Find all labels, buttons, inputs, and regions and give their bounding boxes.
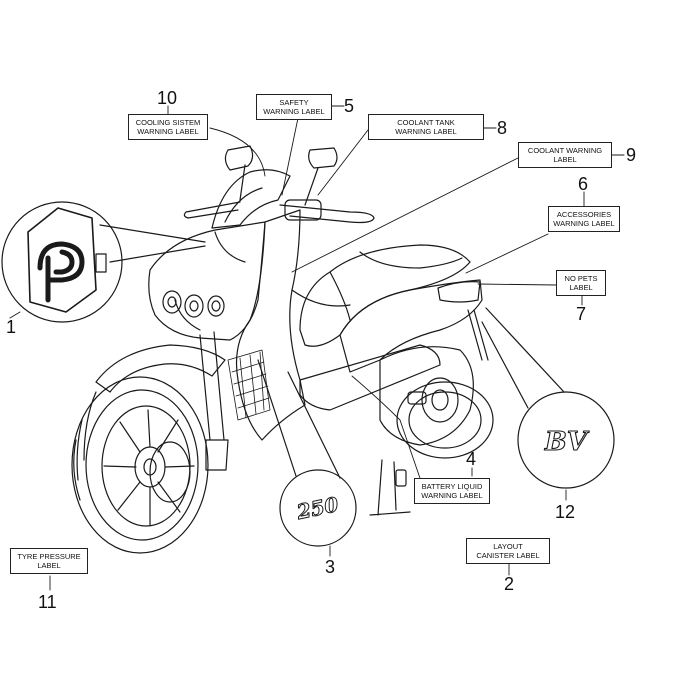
- callout-number-3: 3: [325, 557, 336, 577]
- scooter-illustration: [71, 145, 494, 554]
- label-line: LABEL: [553, 155, 577, 164]
- headlight-2: [184, 294, 204, 318]
- brand-logo-decal: [1, 201, 123, 323]
- label-line: BATTERY LIQUID: [421, 482, 483, 491]
- leader-lines: [209, 117, 557, 485]
- label-line: NO PETS: [564, 274, 598, 283]
- label-tyre-pressure: TYRE PRESSURE LABEL: [10, 548, 88, 574]
- callout-number-4: 4: [466, 449, 477, 469]
- label-line: COOLANT TANK: [397, 118, 455, 127]
- callout-number-12: 12: [555, 502, 576, 522]
- label-line: WARNING LABEL: [263, 107, 325, 116]
- front-fork: [199, 331, 229, 471]
- label-line: ACCESSORIES: [556, 210, 612, 219]
- rear-body: [339, 279, 483, 373]
- center-stand: [369, 459, 411, 516]
- label-line: COOLANT WARNING: [527, 146, 603, 155]
- label-line: SAFETY: [279, 98, 309, 107]
- callout-number-7: 7: [576, 304, 587, 324]
- callout-number-6: 6: [578, 174, 589, 194]
- mirror-left: [224, 145, 254, 201]
- label-line: WARNING LABEL: [553, 219, 615, 228]
- label-line: TYRE PRESSURE: [17, 552, 81, 561]
- rear-wheel: [396, 381, 494, 459]
- number-ticks: [9, 105, 625, 591]
- headlight-1: [162, 290, 182, 314]
- front-wheel: [71, 376, 209, 554]
- front-fender: [95, 344, 226, 393]
- label-line: COOLING SISTEM: [135, 118, 201, 127]
- windshield: [211, 169, 291, 229]
- seat: [299, 244, 471, 347]
- callout-number-1: 1: [6, 317, 17, 337]
- brand-badge-decal: BV: [517, 391, 615, 489]
- label-line: WARNING LABEL: [421, 491, 483, 500]
- label-coolant-warning: COOLANT WARNING LABEL: [518, 142, 612, 168]
- label-layout-canister: LAYOUT CANISTER LABEL: [466, 538, 550, 564]
- label-line: LABEL: [37, 561, 61, 570]
- floorboard: [299, 344, 441, 411]
- label-line: WARNING LABEL: [137, 127, 199, 136]
- label-no-pets: NO PETS LABEL: [556, 270, 606, 296]
- label-safety-warning: SAFETY WARNING LABEL: [256, 94, 332, 120]
- label-line: CANISTER LABEL: [476, 551, 540, 560]
- brand-badge-text: BV: [544, 427, 590, 457]
- handlebar-right: [279, 204, 375, 224]
- handlebar-left: [183, 201, 241, 219]
- side-grille: [227, 349, 271, 421]
- label-line: WARNING LABEL: [395, 127, 457, 136]
- label-line: LABEL: [569, 283, 593, 292]
- label-cooling-system-warning: COOLING SISTEM WARNING LABEL: [128, 114, 208, 140]
- callout-number-11: 11: [38, 592, 57, 612]
- callout-number-9: 9: [626, 145, 637, 165]
- label-accessories-warning: ACCESSORIES WARNING LABEL: [548, 206, 620, 232]
- callout-number-2: 2: [504, 574, 515, 594]
- engine-case: [379, 346, 474, 446]
- mirror-right: [304, 147, 338, 206]
- label-battery-liquid-warning: BATTERY LIQUID WARNING LABEL: [414, 478, 490, 504]
- callout-number-5: 5: [344, 96, 355, 116]
- model-badge-text: 250: [294, 492, 341, 524]
- callout-number-10: 10: [157, 88, 178, 108]
- front-body: [148, 221, 266, 341]
- label-coolant-tank-warning: COOLANT TANK WARNING LABEL: [368, 114, 484, 140]
- label-line: LAYOUT: [493, 542, 523, 551]
- callout-number-8: 8: [497, 118, 508, 138]
- model-badge-decal: 250: [279, 469, 357, 547]
- headlight-3: [207, 295, 225, 317]
